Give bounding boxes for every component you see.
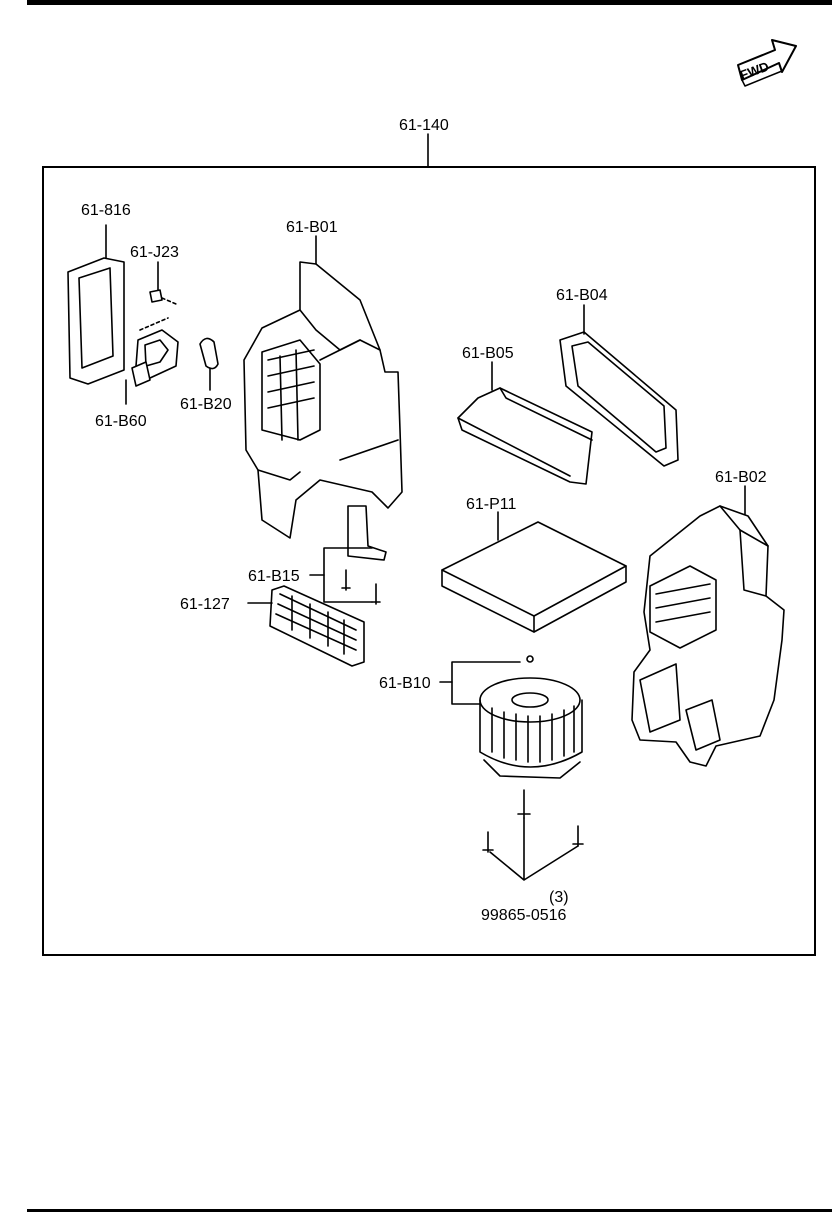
- part-B02-lower-case: [631, 485, 785, 767]
- label-61-B60: 61-B60: [95, 413, 147, 430]
- fwd-arrow-icon: [737, 39, 797, 87]
- label-61-B04: 61-B04: [556, 287, 608, 304]
- part-B10-blower: [439, 655, 583, 779]
- assembly-frame: [42, 166, 816, 956]
- part-P11-filter: [441, 511, 627, 633]
- label-screw-qty: (3): [549, 889, 569, 906]
- label-61-P11: 61-P11: [466, 496, 517, 513]
- part-816-frame: [67, 224, 125, 385]
- part-127-grille: [247, 585, 365, 667]
- label-99865-0516: 99865-0516: [481, 907, 567, 924]
- label-61-B10: 61-B10: [379, 675, 431, 692]
- part-J23-screw: [139, 261, 177, 331]
- part-B05-cover: [457, 361, 593, 485]
- part-B15-bracket: [309, 505, 387, 605]
- part-B04-seal: [559, 304, 679, 467]
- part-B60-actuator: [125, 329, 179, 405]
- label-61-B20: 61-B20: [180, 396, 232, 413]
- top-rule: [27, 0, 832, 5]
- label-61-J23: 61-J23: [130, 244, 179, 261]
- part-B20-link: [199, 337, 219, 391]
- assembly-label: 61-140: [399, 117, 449, 134]
- screw-99865-0516: [482, 789, 584, 881]
- label-61-816: 61-816: [81, 202, 131, 219]
- bottom-rule: [27, 1209, 832, 1212]
- label-61-127: 61-127: [180, 596, 230, 613]
- label-61-B15: 61-B15: [248, 568, 300, 585]
- label-61-B02: 61-B02: [715, 469, 767, 486]
- label-61-B01: 61-B01: [286, 219, 338, 236]
- label-61-B05: 61-B05: [462, 345, 514, 362]
- part-B01-upper-case: [243, 235, 403, 539]
